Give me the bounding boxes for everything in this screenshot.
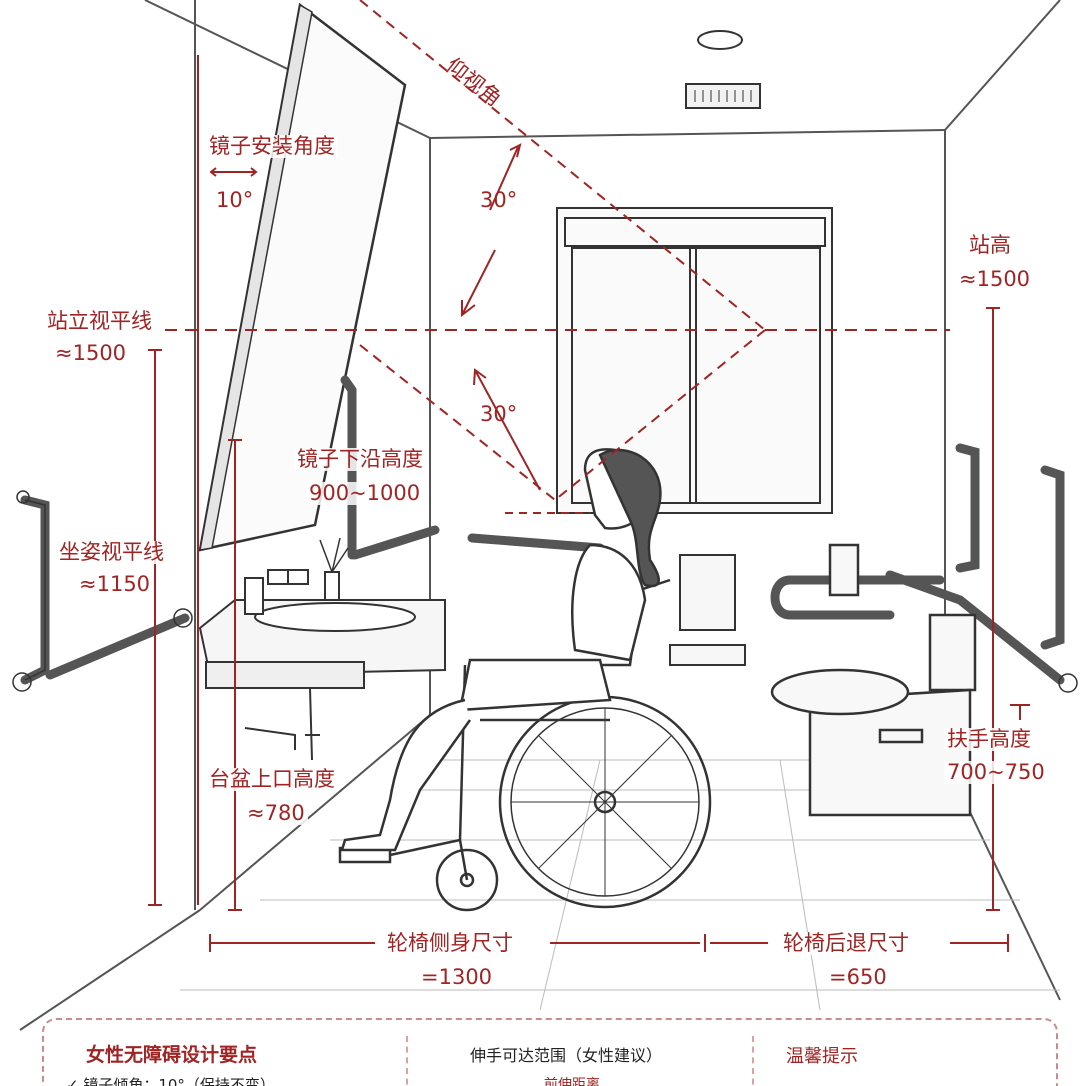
notes-divider-2 xyxy=(752,1036,754,1086)
upper-angle-value: 30° xyxy=(480,188,518,212)
wheelchair-back-value: =650 xyxy=(826,966,890,989)
mirror-angle-title: 镜子安装角度 xyxy=(206,135,338,158)
standing-sightline-title: 站立视平线 xyxy=(44,310,155,333)
grab-bars xyxy=(20,375,1065,685)
wheelchair-back-title: 轮椅后退尺寸 xyxy=(780,932,912,955)
notes-col3-title: 温馨提示 xyxy=(786,1046,858,1067)
notes-panel: 女性无障碍设计要点 ✓ 镜子倾角：10°（保持不变） 伸手可达范围（女性建议） … xyxy=(42,1018,1058,1086)
seated-woman xyxy=(340,448,662,852)
standing-height-value: ≈1500 xyxy=(956,268,1034,291)
mirror-bottom-title: 镜子下沿高度 xyxy=(294,448,426,471)
notes-divider-1 xyxy=(406,1036,408,1086)
seated-sightline-title: 坐姿视平线 xyxy=(56,541,167,564)
air-vent xyxy=(685,83,761,109)
notes-col1-title: 女性无障碍设计要点 xyxy=(86,1044,258,1066)
mirror-bottom-value: 900~1000 xyxy=(306,482,424,505)
toilet xyxy=(770,543,977,817)
mirror-angle-value: 10° xyxy=(216,188,254,212)
annotation-lines xyxy=(148,0,1030,952)
wheelchair-side-title: 轮椅侧身尺寸 xyxy=(384,932,516,955)
grab-bar-height-title: 扶手高度 xyxy=(944,728,1034,751)
basin-height-title: 台盆上口高度 xyxy=(206,768,338,791)
standing-sightline-value: ≈1500 xyxy=(52,342,130,365)
wheelchair-side-value: =1300 xyxy=(418,966,496,989)
ceiling-light xyxy=(697,30,743,50)
notes-col2-item: 前伸距离 xyxy=(544,1077,600,1086)
lower-angle-value: 30° xyxy=(480,402,518,426)
standing-height-title: 站高 xyxy=(966,234,1014,257)
notes-col2-title: 伸手可达范围（女性建议） xyxy=(470,1046,663,1065)
room-outline xyxy=(19,0,1061,1031)
grab-bar-height-value: 700~750 xyxy=(944,761,1048,784)
notes-col1-item: ✓ 镜子倾角：10°（保持不变） xyxy=(66,1076,275,1086)
basin-height-value: ≈780 xyxy=(244,802,308,825)
seated-sightline-value: ≈1150 xyxy=(76,573,154,596)
folding-seat xyxy=(669,554,746,666)
wash-basin xyxy=(198,537,446,761)
